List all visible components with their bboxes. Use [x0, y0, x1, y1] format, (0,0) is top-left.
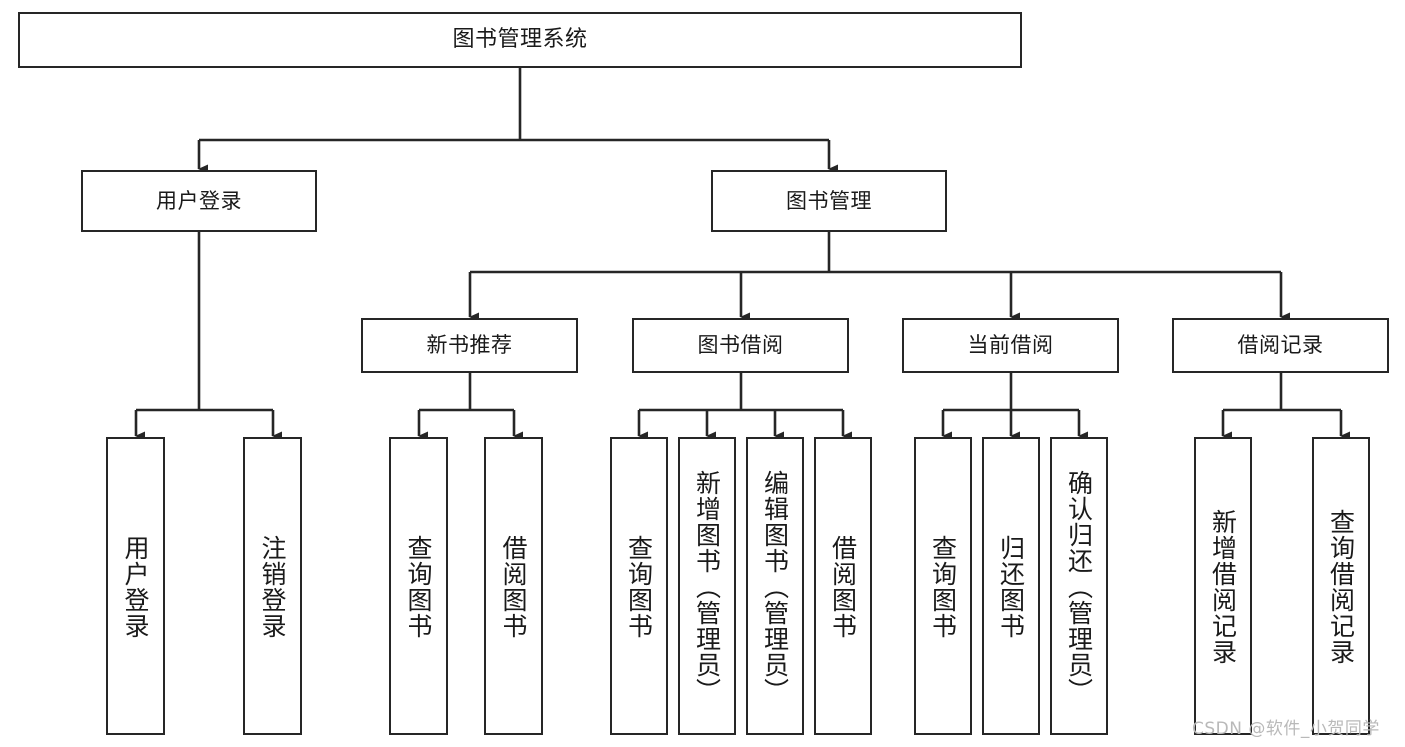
node-label: 查询借阅记录 — [1326, 509, 1356, 665]
node-label: 归还图书 — [996, 535, 1026, 639]
node-leaf-rec-borrow[interactable]: 借阅图书 — [484, 437, 543, 735]
node-leaf-br-query[interactable]: 查询借阅记录 — [1312, 437, 1370, 735]
node-book-borrow[interactable]: 图书借阅 — [632, 318, 849, 373]
node-leaf-cb-confirm[interactable]: 确认归还（管理员） — [1050, 437, 1108, 735]
node-label: 用户登录 — [156, 188, 242, 213]
node-leaf-br-add[interactable]: 新增借阅记录 — [1194, 437, 1252, 735]
node-label: 确认归还（管理员） — [1064, 470, 1094, 704]
node-current-borrow[interactable]: 当前借阅 — [902, 318, 1119, 373]
node-leaf-user-login[interactable]: 用户登录 — [106, 437, 165, 735]
node-leaf-cb-return[interactable]: 归还图书 — [982, 437, 1040, 735]
node-leaf-bb-query[interactable]: 查询图书 — [610, 437, 668, 735]
node-label: 图书管理系统 — [452, 27, 588, 53]
node-leaf-rec-query[interactable]: 查询图书 — [389, 437, 448, 735]
node-leaf-bb-borrow[interactable]: 借阅图书 — [814, 437, 872, 735]
node-book-manage[interactable]: 图书管理 — [711, 170, 947, 232]
node-label: 当前借阅 — [967, 333, 1054, 358]
node-label: 新增借阅记录 — [1208, 509, 1238, 665]
node-label: 查询图书 — [624, 535, 654, 639]
node-label: 借阅记录 — [1237, 333, 1324, 358]
node-label: 查询图书 — [928, 535, 958, 639]
node-label: 新增图书（管理员） — [692, 470, 722, 704]
node-label: 新书推荐 — [426, 333, 513, 358]
node-leaf-bb-edit[interactable]: 编辑图书（管理员） — [746, 437, 804, 735]
node-borrow-record[interactable]: 借阅记录 — [1172, 318, 1389, 373]
node-label: 查询图书 — [404, 535, 433, 639]
node-root[interactable]: 图书管理系统 — [18, 12, 1022, 68]
node-leaf-cb-query[interactable]: 查询图书 — [914, 437, 972, 735]
node-label: 注销登录 — [258, 535, 287, 639]
node-new-book-rec[interactable]: 新书推荐 — [361, 318, 578, 373]
node-label: 用户登录 — [121, 535, 150, 639]
node-label: 借阅图书 — [828, 535, 858, 639]
node-label: 图书借阅 — [697, 333, 784, 358]
node-leaf-bb-add[interactable]: 新增图书（管理员） — [678, 437, 736, 735]
node-label: 借阅图书 — [499, 535, 528, 639]
node-leaf-user-logout[interactable]: 注销登录 — [243, 437, 302, 735]
node-label: 编辑图书（管理员） — [760, 470, 790, 704]
node-user-login[interactable]: 用户登录 — [81, 170, 317, 232]
node-label: 图书管理 — [786, 188, 872, 213]
